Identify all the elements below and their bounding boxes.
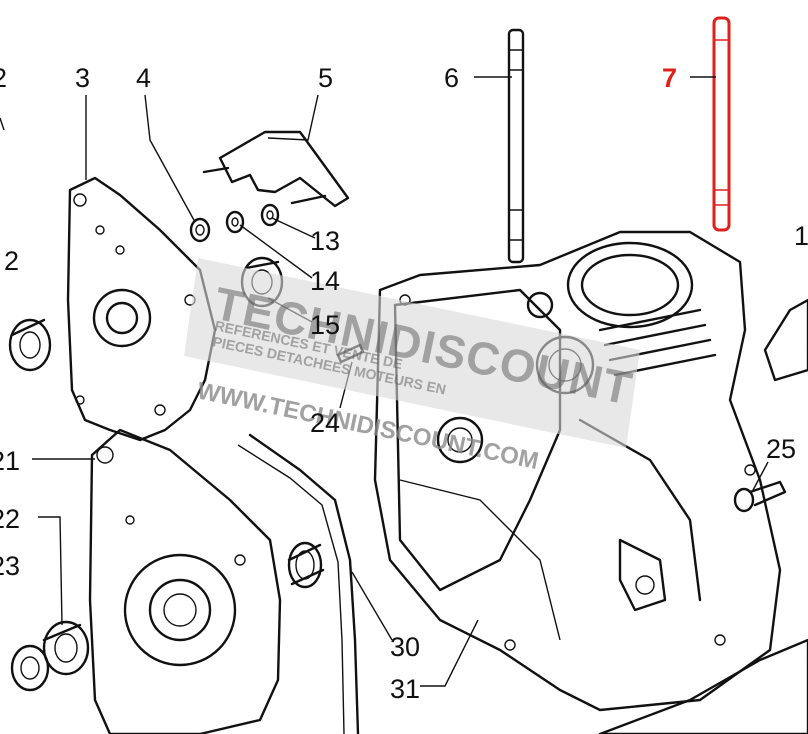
callout-3: 3: [75, 63, 90, 93]
callout-31: 31: [390, 674, 420, 704]
callout-5: 5: [318, 63, 333, 93]
callout-14: 14: [310, 266, 340, 296]
part-30-seal: [287, 541, 325, 589]
part-2-seal: [8, 318, 52, 372]
watermark: TECHNIDISCOUNT REFERENCES ET VENTE DE PI…: [184, 258, 640, 475]
callout-15: 15: [310, 310, 340, 340]
callout-22: 22: [0, 504, 20, 534]
gasket-strip: [248, 433, 360, 734]
part-3-gasket: [66, 176, 217, 442]
gasket-strip-inner: [237, 444, 345, 734]
callout-labels: 2 3 4 5 6 7 1 2 13 14 15 24 21 22 23 25 …: [0, 63, 808, 704]
part-1-plate: [763, 298, 808, 382]
part-21-cover: [88, 428, 282, 734]
part-13-washer: [260, 203, 280, 227]
callout-4: 4: [136, 63, 151, 93]
callout-23: 23: [0, 551, 20, 581]
part-25-bolt: [733, 480, 787, 513]
part-7-stud-highlighted: [712, 16, 731, 232]
part-6-stud: [507, 28, 525, 264]
callout-6: 6: [444, 63, 459, 93]
callout-24: 24: [310, 408, 340, 438]
callout-30: 30: [390, 632, 420, 662]
part-31-crankcase: [373, 230, 782, 712]
callout-25: 25: [766, 434, 796, 464]
base-plate: [598, 638, 808, 734]
callout-2-top: 2: [0, 63, 7, 93]
callout-21: 21: [0, 446, 20, 476]
part-14-washer: [225, 210, 245, 234]
callout-7: 7: [662, 63, 677, 93]
callout-13: 13: [310, 226, 340, 256]
part-5-bracket: [202, 130, 350, 208]
part-23-bearing: [10, 644, 50, 692]
callout-1: 1: [794, 221, 808, 251]
callout-2-mid: 2: [4, 246, 19, 276]
part-4-washer: [189, 217, 211, 243]
part-22-bearing: [42, 620, 90, 676]
